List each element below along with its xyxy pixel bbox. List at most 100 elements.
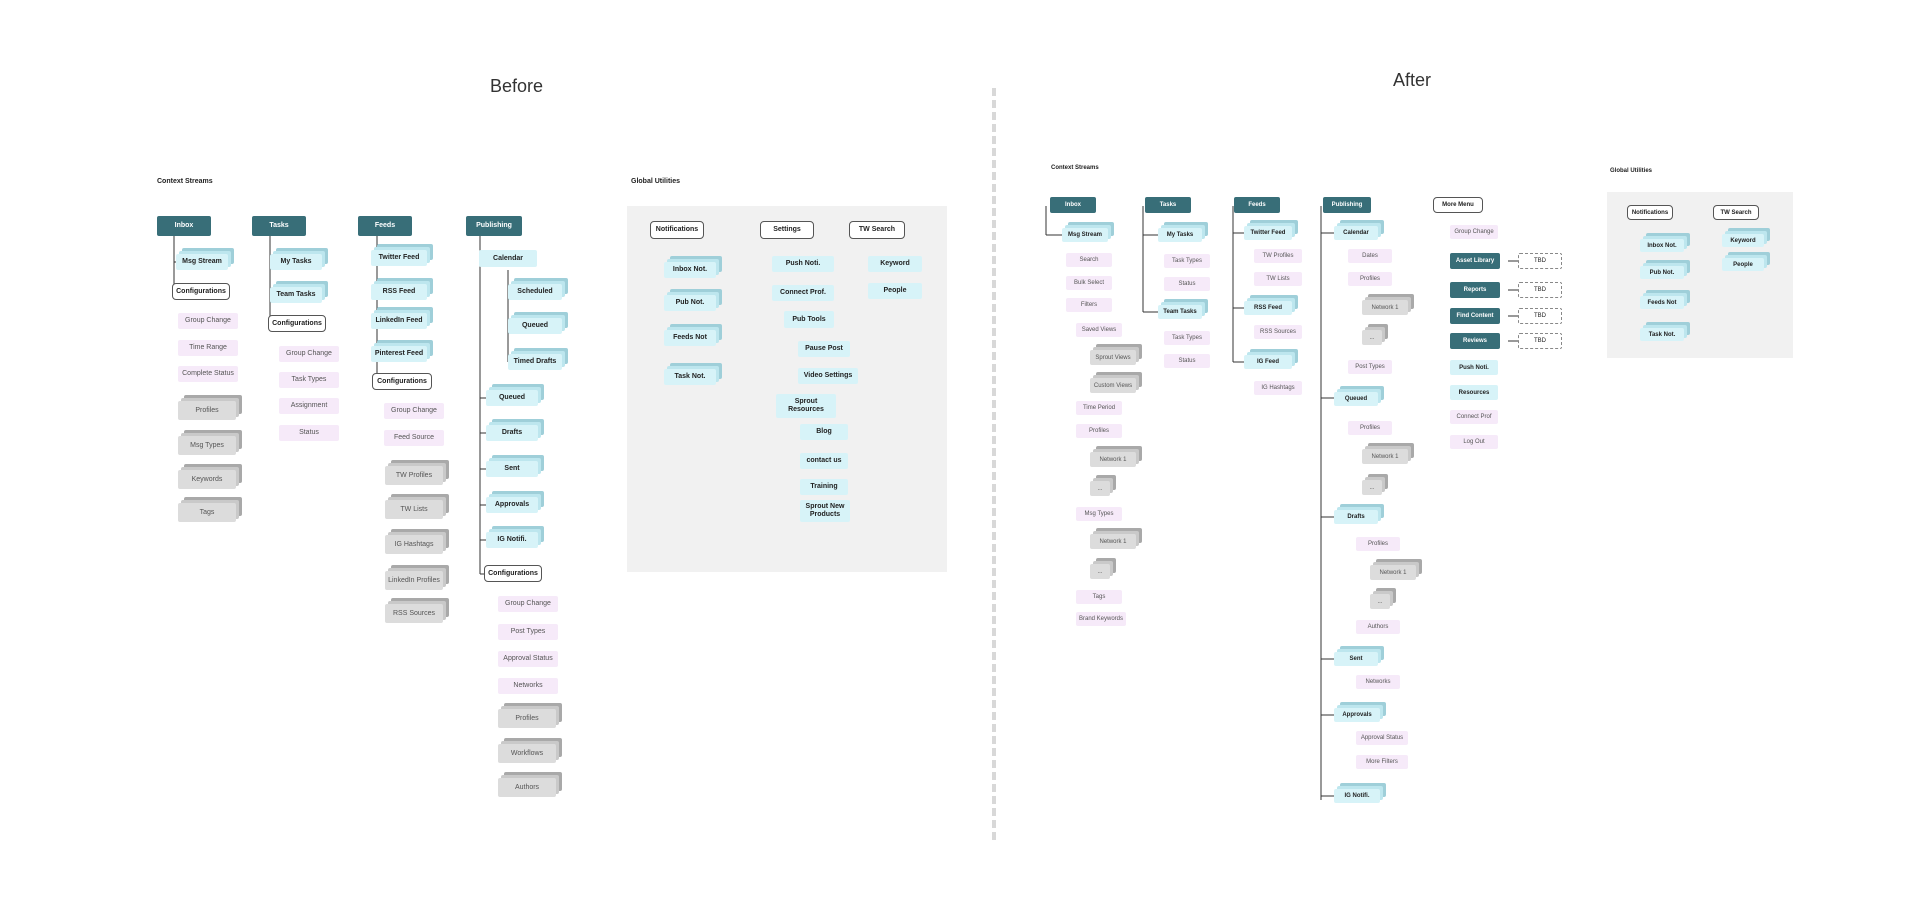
- after-ig-notifi-node[interactable]: IG Notifi.: [1334, 789, 1380, 803]
- after-notifications-node[interactable]: Notifications: [1627, 205, 1673, 220]
- my-tasks-node[interactable]: My Tasks: [270, 254, 322, 270]
- sprout-resources-node[interactable]: Sprout Resources: [776, 394, 836, 418]
- after-rss-feed-node[interactable]: RSS Feed: [1244, 301, 1292, 315]
- after-connect-prof[interactable]: Connect Prof: [1450, 410, 1498, 424]
- task-not-node[interactable]: Task Not.: [664, 369, 716, 385]
- twitter-feed-node[interactable]: Twitter Feed: [371, 250, 427, 266]
- inbox-node[interactable]: Inbox: [157, 216, 211, 236]
- after-tw-search-node[interactable]: TW Search: [1713, 205, 1759, 220]
- tw-search-node[interactable]: TW Search: [849, 221, 905, 239]
- after-pub-not-node[interactable]: Pub Not.: [1640, 266, 1684, 279]
- after-team-tasks-node[interactable]: Team Tasks: [1158, 305, 1202, 319]
- after-sent-node[interactable]: Sent: [1334, 652, 1378, 666]
- pub-approval-status: Approval Status: [498, 651, 558, 667]
- after-publishing-node[interactable]: Publishing: [1323, 197, 1371, 213]
- team-tasks-node[interactable]: Team Tasks: [270, 287, 322, 303]
- tasks-assignment: Assignment: [279, 398, 339, 414]
- contact-us-node[interactable]: contact us: [800, 453, 848, 469]
- pub-post-types: Post Types: [498, 624, 558, 640]
- connect-prof-node[interactable]: Connect Prof.: [772, 285, 834, 301]
- approvals-node[interactable]: Approvals: [486, 497, 538, 513]
- feeds-configurations-node[interactable]: Configurations: [372, 373, 432, 390]
- feeds-not-node[interactable]: Feeds Not: [664, 330, 716, 346]
- calendar-node[interactable]: Calendar: [479, 250, 537, 267]
- after-feeds-not-node[interactable]: Feeds Not: [1640, 296, 1684, 309]
- tasks-group-change: Group Change: [279, 346, 339, 362]
- after-approvals-node[interactable]: Approvals: [1334, 708, 1380, 722]
- after-calendar-node[interactable]: Calendar: [1334, 226, 1378, 240]
- calendar-queued-node[interactable]: Queued: [508, 318, 562, 334]
- training-node[interactable]: Training: [800, 479, 848, 495]
- linkedin-feed-node[interactable]: LinkedIn Feed: [371, 313, 427, 329]
- ig-notifi-node[interactable]: IG Notifi.: [486, 532, 538, 548]
- tw-lists-stack: TW Lists: [385, 500, 443, 519]
- after-queued-network1-stack: Network 1: [1362, 449, 1408, 464]
- tasks-configurations-node[interactable]: Configurations: [268, 315, 326, 332]
- after-drafts-node[interactable]: Drafts: [1334, 510, 1378, 524]
- reviews-node[interactable]: Reviews: [1450, 333, 1500, 349]
- keyword-node[interactable]: Keyword: [868, 256, 922, 272]
- after-msg-stream-node[interactable]: Msg Stream: [1062, 228, 1108, 242]
- publishing-configurations-node[interactable]: Configurations: [484, 565, 542, 582]
- drafts-node[interactable]: Drafts: [486, 425, 538, 441]
- feeds-node[interactable]: Feeds: [358, 216, 412, 236]
- after-brand-keywords: Brand Keywords: [1076, 612, 1126, 626]
- after-keyword-node[interactable]: Keyword: [1722, 234, 1764, 247]
- after-people-node[interactable]: People: [1722, 258, 1764, 271]
- after-feeds-node[interactable]: Feeds: [1234, 197, 1280, 213]
- inbox-tags-stack: Tags: [178, 503, 236, 522]
- after-my-tasks-node[interactable]: My Tasks: [1158, 228, 1202, 242]
- after-ig-hashtags: IG Hashtags: [1254, 381, 1302, 395]
- after-task-not-node[interactable]: Task Not.: [1640, 328, 1684, 341]
- rss-feed-node[interactable]: RSS Feed: [371, 284, 427, 300]
- after-twitter-feed-node[interactable]: Twitter Feed: [1244, 226, 1292, 240]
- settings-node[interactable]: Settings: [760, 221, 814, 239]
- after-tasks-node[interactable]: Tasks: [1145, 197, 1191, 213]
- reports-node[interactable]: Reports: [1450, 282, 1500, 298]
- tasks-node[interactable]: Tasks: [252, 216, 306, 236]
- after-queued-profiles: Profiles: [1348, 421, 1392, 435]
- pub-tools-node[interactable]: Pub Tools: [784, 311, 834, 328]
- sent-node[interactable]: Sent: [486, 461, 538, 477]
- pinterest-feed-node[interactable]: Pinterest Feed: [371, 346, 427, 362]
- after-my-task-types: Task Types: [1164, 254, 1210, 268]
- publishing-node[interactable]: Publishing: [466, 216, 522, 236]
- linkedin-profiles-stack: LinkedIn Profiles: [385, 571, 443, 590]
- inbox-time-range: Time Range: [178, 340, 238, 356]
- queued-node[interactable]: Queued: [486, 390, 538, 406]
- after-filters: Filters: [1066, 298, 1112, 312]
- blog-node[interactable]: Blog: [800, 424, 848, 440]
- after-log-out[interactable]: Log Out: [1450, 435, 1498, 449]
- after-dates: Dates: [1348, 249, 1392, 263]
- sprout-new-products-node[interactable]: Sprout New Products: [800, 500, 850, 522]
- msg-stream-node[interactable]: Msg Stream: [176, 254, 228, 270]
- after-tw-lists: TW Lists: [1254, 272, 1302, 286]
- people-node[interactable]: People: [868, 283, 922, 299]
- notifications-node[interactable]: Notifications: [650, 221, 704, 239]
- push-noti-node[interactable]: Push Noti.: [772, 256, 834, 272]
- after-queued-node[interactable]: Queued: [1334, 392, 1378, 406]
- after-inbox-node[interactable]: Inbox: [1050, 197, 1096, 213]
- asset-library-node[interactable]: Asset Library: [1450, 253, 1500, 269]
- pause-post-node[interactable]: Pause Post: [798, 341, 850, 357]
- after-push-noti-node[interactable]: Push Noti.: [1450, 360, 1498, 375]
- after-rss-sources: RSS Sources: [1254, 325, 1302, 339]
- after-tw-profiles: TW Profiles: [1254, 249, 1302, 263]
- inbox-configurations-node[interactable]: Configurations: [172, 283, 230, 300]
- after-inbox-network1-stack: Network 1: [1090, 452, 1136, 467]
- after-approval-status: Approval Status: [1356, 731, 1408, 745]
- after-tags: Tags: [1076, 590, 1122, 604]
- pub-not-node[interactable]: Pub Not.: [664, 295, 716, 311]
- after-resources-node[interactable]: Resources: [1450, 385, 1498, 400]
- after-ig-feed-node[interactable]: IG Feed: [1244, 355, 1292, 369]
- tw-profiles-stack: TW Profiles: [385, 466, 443, 485]
- find-content-node[interactable]: Find Content: [1450, 308, 1500, 324]
- scheduled-node[interactable]: Scheduled: [508, 284, 562, 300]
- more-menu-node[interactable]: More Menu: [1433, 197, 1483, 213]
- after-inbox-not-node[interactable]: Inbox Not.: [1640, 239, 1684, 252]
- video-settings-node[interactable]: Video Settings: [798, 368, 858, 384]
- timed-drafts-node[interactable]: Timed Drafts: [508, 354, 562, 370]
- inbox-not-node[interactable]: Inbox Not.: [664, 262, 716, 278]
- pub-workflows-stack: Workflows: [498, 744, 556, 763]
